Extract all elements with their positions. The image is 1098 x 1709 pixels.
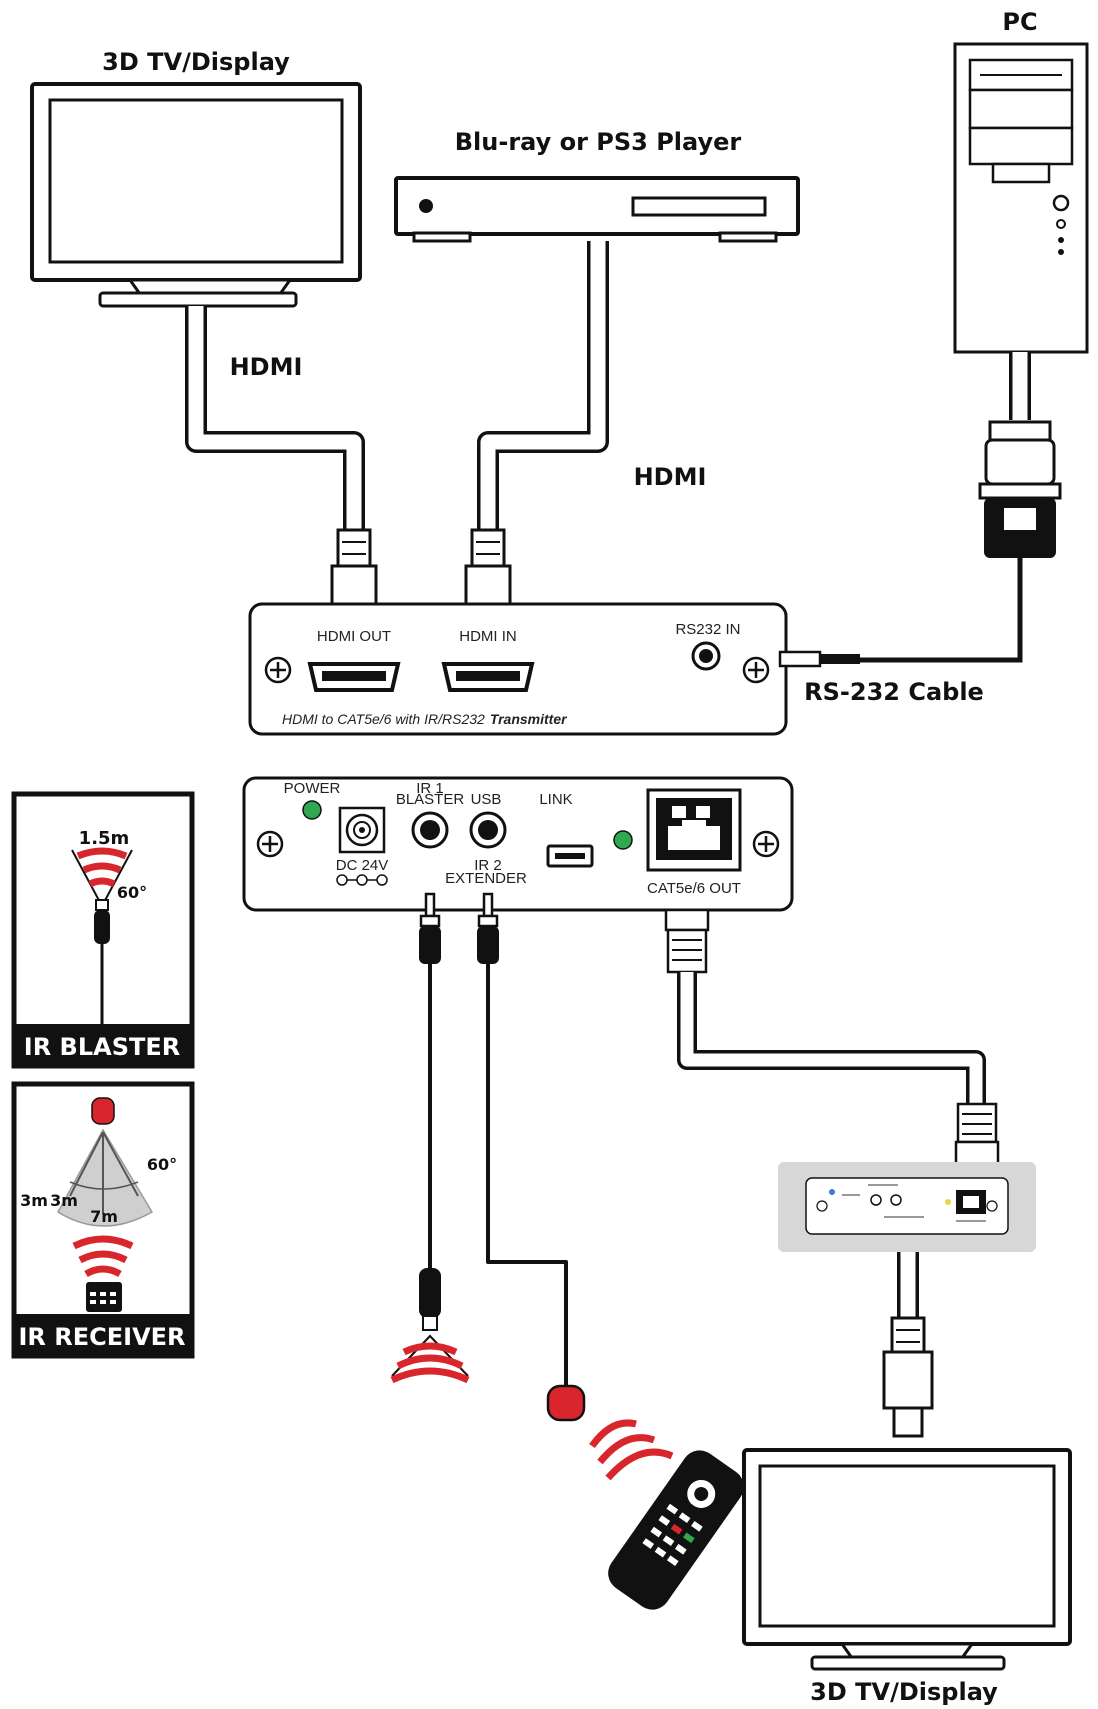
tv-bottom-label: 3D TV/Display xyxy=(810,1678,998,1706)
dc-label: DC 24V xyxy=(336,857,389,874)
ir-receiver-info-box xyxy=(11,1081,195,1359)
ir-blaster-angle: 60° xyxy=(117,883,147,902)
ir-receiver-eye-icon xyxy=(546,1384,674,1481)
transmitter-caption-main: HDMI to CAT5e/6 with IR/RS232 xyxy=(282,711,485,727)
rs232-cable-label: RS-232 Cable xyxy=(804,678,984,706)
transmitter-panel xyxy=(248,602,860,736)
ir-receiver-mid-distance: 3m xyxy=(50,1191,78,1210)
ir-receiver-distance: 7m xyxy=(90,1207,118,1226)
power-dot-icon xyxy=(419,199,433,213)
ir1-label: IR 1 xyxy=(416,780,444,797)
hdmi-left-label: HDMI xyxy=(230,353,303,381)
tv-top xyxy=(30,82,362,308)
power-led-icon xyxy=(302,800,322,820)
ir-receiver-cable xyxy=(477,892,568,1386)
hdmi-in-label: HDMI IN xyxy=(459,628,517,645)
tv-top-label: 3D TV/Display xyxy=(102,48,290,76)
ir-blaster-distance: 1.5m xyxy=(79,828,130,849)
hdmi-cable-bluray xyxy=(464,241,609,656)
link-label: LINK xyxy=(539,791,572,808)
ir-blaster-emitter-icon xyxy=(390,1334,470,1384)
receiver-unit xyxy=(778,1162,1036,1252)
tv-bottom xyxy=(742,1448,1072,1671)
ir-receiver-angle: 60° xyxy=(147,1155,177,1174)
remote-control-icon xyxy=(608,1450,744,1610)
serial-cable xyxy=(790,352,1062,663)
ir-receiver-left-distance: 3m xyxy=(20,1191,48,1210)
hdmi-right-label: HDMI xyxy=(634,463,707,491)
transmitter-rear-panel xyxy=(242,776,794,912)
hdmi-cable-receiver xyxy=(882,1252,934,1438)
ir-blaster-info-box xyxy=(11,791,195,1069)
blaster-label: BLASTER xyxy=(396,791,465,808)
extender-label: EXTENDER xyxy=(445,870,527,887)
ir-receiver-title: IR RECEIVER xyxy=(18,1323,185,1351)
ir-blaster-title: IR BLASTER xyxy=(24,1033,180,1061)
cat-cable xyxy=(664,908,1000,1174)
usb-label: USB xyxy=(471,791,502,808)
rs232-in-label: RS232 IN xyxy=(675,621,740,638)
ir-blaster-cable xyxy=(419,892,441,1331)
link-led-icon xyxy=(613,830,633,850)
pc-label: PC xyxy=(1002,8,1037,36)
bluray-player xyxy=(394,176,800,243)
pc-tower xyxy=(953,42,1089,354)
ir2-label: IR 2 xyxy=(474,857,502,874)
transmitter-caption: HDMI to CAT5e/6 with IR/RS232 Transmitter xyxy=(282,711,568,727)
bluray-label: Blu-ray or PS3 Player xyxy=(455,128,742,156)
transmitter-caption-bold: Transmitter xyxy=(490,711,568,727)
hdmi-out-label: HDMI OUT xyxy=(317,628,391,645)
cat-out-label: CAT5e/6 OUT xyxy=(647,880,741,897)
power-label: POWER xyxy=(284,780,341,797)
